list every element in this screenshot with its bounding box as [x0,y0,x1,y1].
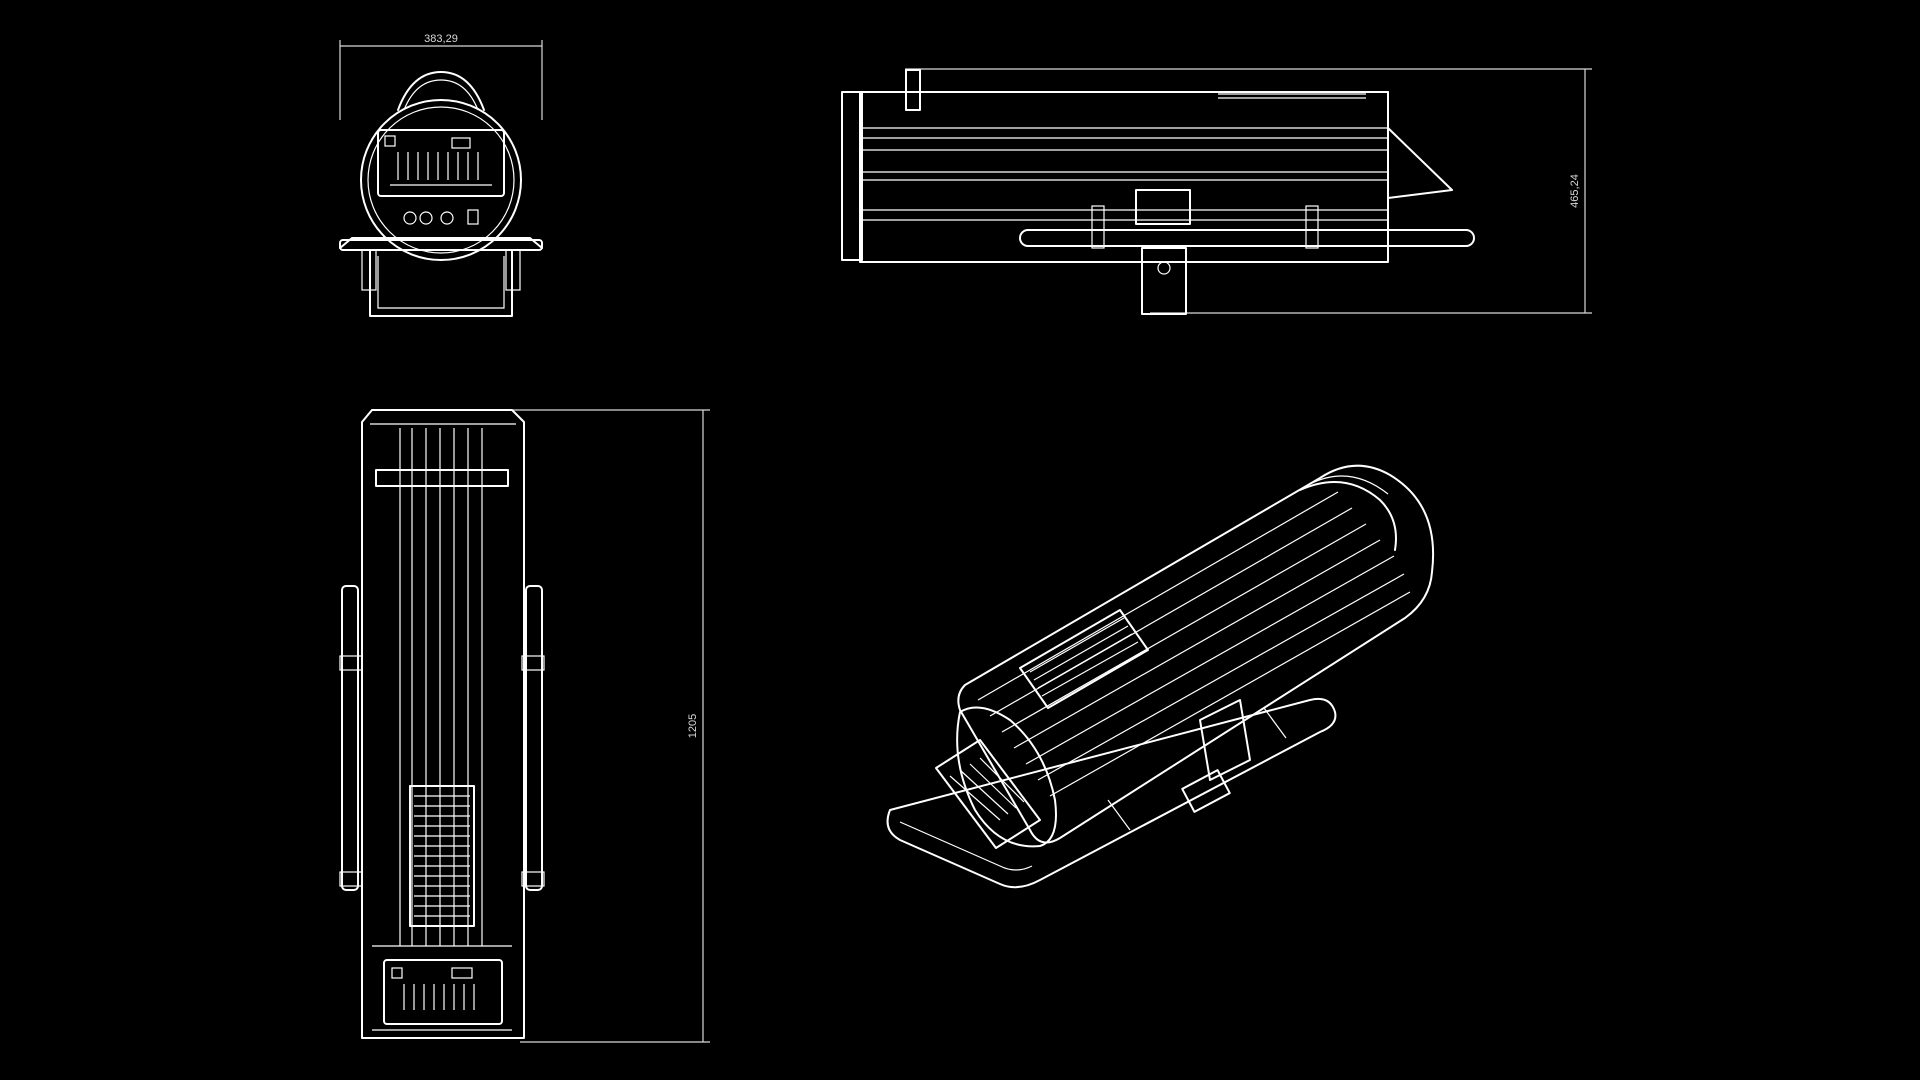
width-dimension-label: 383,29 [424,33,458,45]
side-lens-hood [1387,127,1453,199]
length-dimension-label: 1205 [687,714,699,738]
iso-vents [1019,609,1149,709]
side-stand [1141,247,1187,315]
iso-handle [1299,481,1397,551]
side-handle [905,69,921,111]
mount-bolt-icon [1157,261,1171,275]
connector-icon [419,211,433,225]
top-right-tube [525,585,543,891]
front-handle [397,71,485,111]
iso-ribs [977,491,1411,797]
side-tube [1019,229,1475,247]
top-handle [375,469,509,487]
width-dimension: 383,29 [339,33,543,120]
front-yoke [369,249,513,317]
side-bracket [1135,189,1191,225]
height-dimension-label: 465,24 [1569,174,1581,208]
top-view: 1205 [339,409,710,1043]
side-front-cap [841,91,863,261]
front-view: 383,29 [339,33,543,317]
iso-stand [1181,769,1231,813]
length-dimension: 1205 [500,409,710,1043]
top-vents [409,785,475,927]
top-left-tube [341,585,359,891]
height-dimension: 465,24 [905,68,1592,314]
iso-base-tube [886,697,1337,889]
top-housing [361,409,525,1039]
power-socket-icon [467,209,479,225]
isometric-view [886,464,1434,889]
front-control-panel [377,129,505,197]
iso-housing [957,464,1434,844]
front-housing [360,99,522,261]
top-ribs [399,428,483,946]
connector-icon [440,211,454,225]
top-control-panel [383,959,503,1025]
side-view: 465,24 [841,68,1592,315]
iso-front-face [956,706,1057,848]
iso-control-panel [935,739,1041,849]
front-arms [339,237,543,249]
iso-yoke-mount [1199,699,1251,781]
connector-icon [403,211,417,225]
